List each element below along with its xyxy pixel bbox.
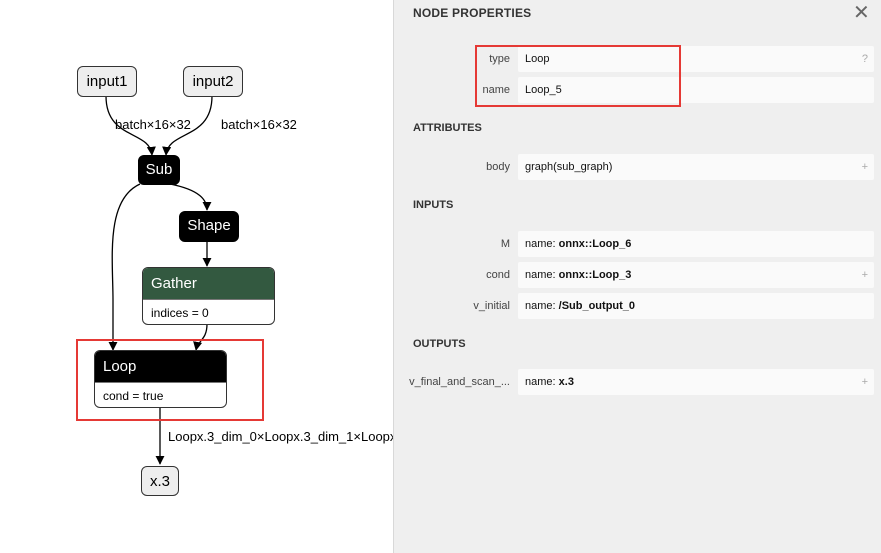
edge-sub-loop <box>108 183 141 351</box>
node-loop-attr: cond = true <box>95 382 226 407</box>
node-sub[interactable]: Sub <box>138 155 180 185</box>
input-name: onnx::Loop_3 <box>558 269 632 281</box>
node-shape[interactable]: Shape <box>179 211 239 242</box>
graph-canvas[interactable]: input1 input2 batch×16×32 batch×16×32 Su… <box>0 0 393 553</box>
property-value: Loop <box>518 46 874 72</box>
section-outputs: OUTPUTS <box>413 338 466 350</box>
property-row-name: name Loop_5 <box>394 77 881 103</box>
edge-input2-sub <box>162 95 213 156</box>
output-row: v_final_and_scan_... name: x.3 + <box>394 369 881 395</box>
input-value: name: onnx::Loop_6 <box>518 231 874 257</box>
expand-icon[interactable]: + <box>861 269 868 281</box>
node-input2[interactable]: input2 <box>183 66 243 97</box>
node-gather-title: Gather <box>143 268 274 299</box>
section-inputs: INPUTS <box>413 199 454 211</box>
input-row-v-initial: v_initial name: /Sub_output_0 <box>394 293 881 319</box>
input-prefix: name: <box>525 269 559 281</box>
panel-title: NODE PROPERTIES <box>413 6 532 20</box>
node-properties-panel: NODE PROPERTIES ✕ type Loop ? name Loop_… <box>393 0 881 553</box>
node-output-x3[interactable]: x.3 <box>141 466 179 496</box>
section-attributes: ATTRIBUTES <box>413 122 482 134</box>
property-label: name <box>482 84 510 96</box>
input-row-m: M name: onnx::Loop_6 <box>394 231 881 257</box>
attribute-row-body: body graph(sub_graph) + <box>394 154 881 180</box>
expand-icon[interactable]: + <box>861 376 868 388</box>
attribute-label: body <box>486 161 510 173</box>
edge-input1-sub <box>105 95 156 156</box>
expand-icon[interactable]: + <box>861 161 868 173</box>
output-name: x.3 <box>558 376 574 388</box>
input-prefix: name: <box>525 300 559 312</box>
close-icon[interactable]: ✕ <box>853 2 870 24</box>
output-prefix: name: <box>525 376 559 388</box>
property-value: Loop_5 <box>518 77 874 103</box>
input-name: onnx::Loop_6 <box>558 238 632 250</box>
property-row-type: type Loop ? <box>394 46 881 72</box>
input-label: cond <box>486 269 510 281</box>
edge-sub-shape <box>169 183 212 211</box>
input-value: name: /Sub_output_0 <box>518 293 874 319</box>
output-value: name: x.3 <box>518 369 874 395</box>
attribute-value[interactable]: graph(sub_graph) <box>518 154 874 180</box>
input-prefix: name: <box>525 238 559 250</box>
input-name: /Sub_output_0 <box>558 300 636 312</box>
edge-label-input2: batch×16×32 <box>221 117 297 132</box>
node-gather-attr: indices = 0 <box>143 299 274 324</box>
input-value: name: onnx::Loop_3 <box>518 262 874 288</box>
edge-gather-loop <box>193 323 208 351</box>
edge-label-loop-output: Loopx.3_dim_0×Loopx.3_dim_1×Loopx.3_dim_… <box>168 429 393 444</box>
output-label: v_final_and_scan_... <box>409 376 510 388</box>
node-loop[interactable]: Loop cond = true <box>94 350 227 408</box>
property-label: type <box>489 53 510 65</box>
input-label: v_initial <box>473 300 510 312</box>
node-loop-title: Loop <box>95 351 226 382</box>
input-row-cond: cond name: onnx::Loop_3 + <box>394 262 881 288</box>
help-icon[interactable]: ? <box>861 53 868 65</box>
node-gather[interactable]: Gather indices = 0 <box>142 267 275 325</box>
node-input1[interactable]: input1 <box>77 66 137 97</box>
input-label: M <box>500 238 510 250</box>
edge-label-input1: batch×16×32 <box>115 117 191 132</box>
